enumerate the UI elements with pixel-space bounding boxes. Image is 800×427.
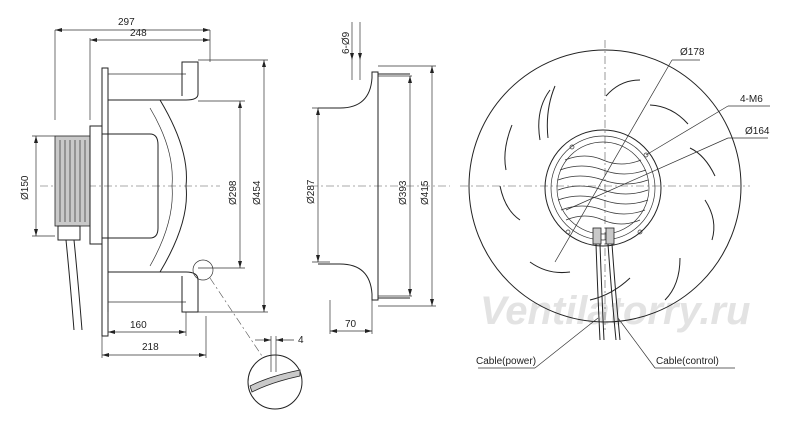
dim-4m6-label: 4-M6 [740,94,763,105]
cable-power-label: Cable(power) [476,356,536,367]
dim-4m6: 4-M6 [645,94,770,156]
dim-160-label: 160 [130,320,147,331]
dim-70: 70 [329,300,373,334]
dim-454-label: Ø454 [252,180,263,205]
dim-150: Ø150 [20,135,55,237]
detail-view: 4 [247,335,304,410]
dim-6x9: 6-Ø9 [341,22,362,60]
front-view [460,40,750,341]
impeller-blades [499,79,716,301]
dim-287-label: Ø287 [306,179,317,204]
dim-415: Ø415 [378,65,436,307]
cable-power-callout: Cable(power) [476,317,599,369]
dim-178-label: Ø178 [680,47,705,58]
side-view [40,61,263,357]
dim-393: Ø393 [378,75,412,297]
dim-415-label: Ø415 [420,180,431,205]
dim-164-label: Ø164 [745,126,770,137]
watermark: Ventilatorry.ru [480,289,750,333]
cable-control-label: Cable(control) [656,356,719,367]
dim-297: 297 [54,17,211,120]
motor-hub [544,129,662,247]
dim-6x9-label: 6-Ø9 [341,31,352,54]
cable-control-callout: Cable(control) [617,317,735,369]
dim-150-label: Ø150 [20,175,31,200]
dim-164: Ø164 [565,126,770,211]
dim-248: 248 [89,28,210,120]
inlet-ring-view [310,60,450,301]
hub-fins [557,155,649,225]
dim-218: 218 [101,316,207,358]
dim-454: Ø454 [198,59,268,313]
dim-70-label: 70 [345,319,357,330]
impeller-outline [468,49,742,323]
dim-298: Ø298 [198,100,245,269]
dim-160: 160 [107,312,187,336]
dim-298-label: Ø298 [228,180,239,205]
dim-393-label: Ø393 [398,180,409,205]
dim-218-label: 218 [142,342,159,353]
dim-178: Ø178 [554,47,705,263]
dim-287: Ø287 [306,107,330,263]
dim-248-label: 248 [130,28,147,39]
dim-4-label: 4 [298,335,304,346]
dim-297-label: 297 [118,17,135,28]
mounting-plate [101,67,109,337]
